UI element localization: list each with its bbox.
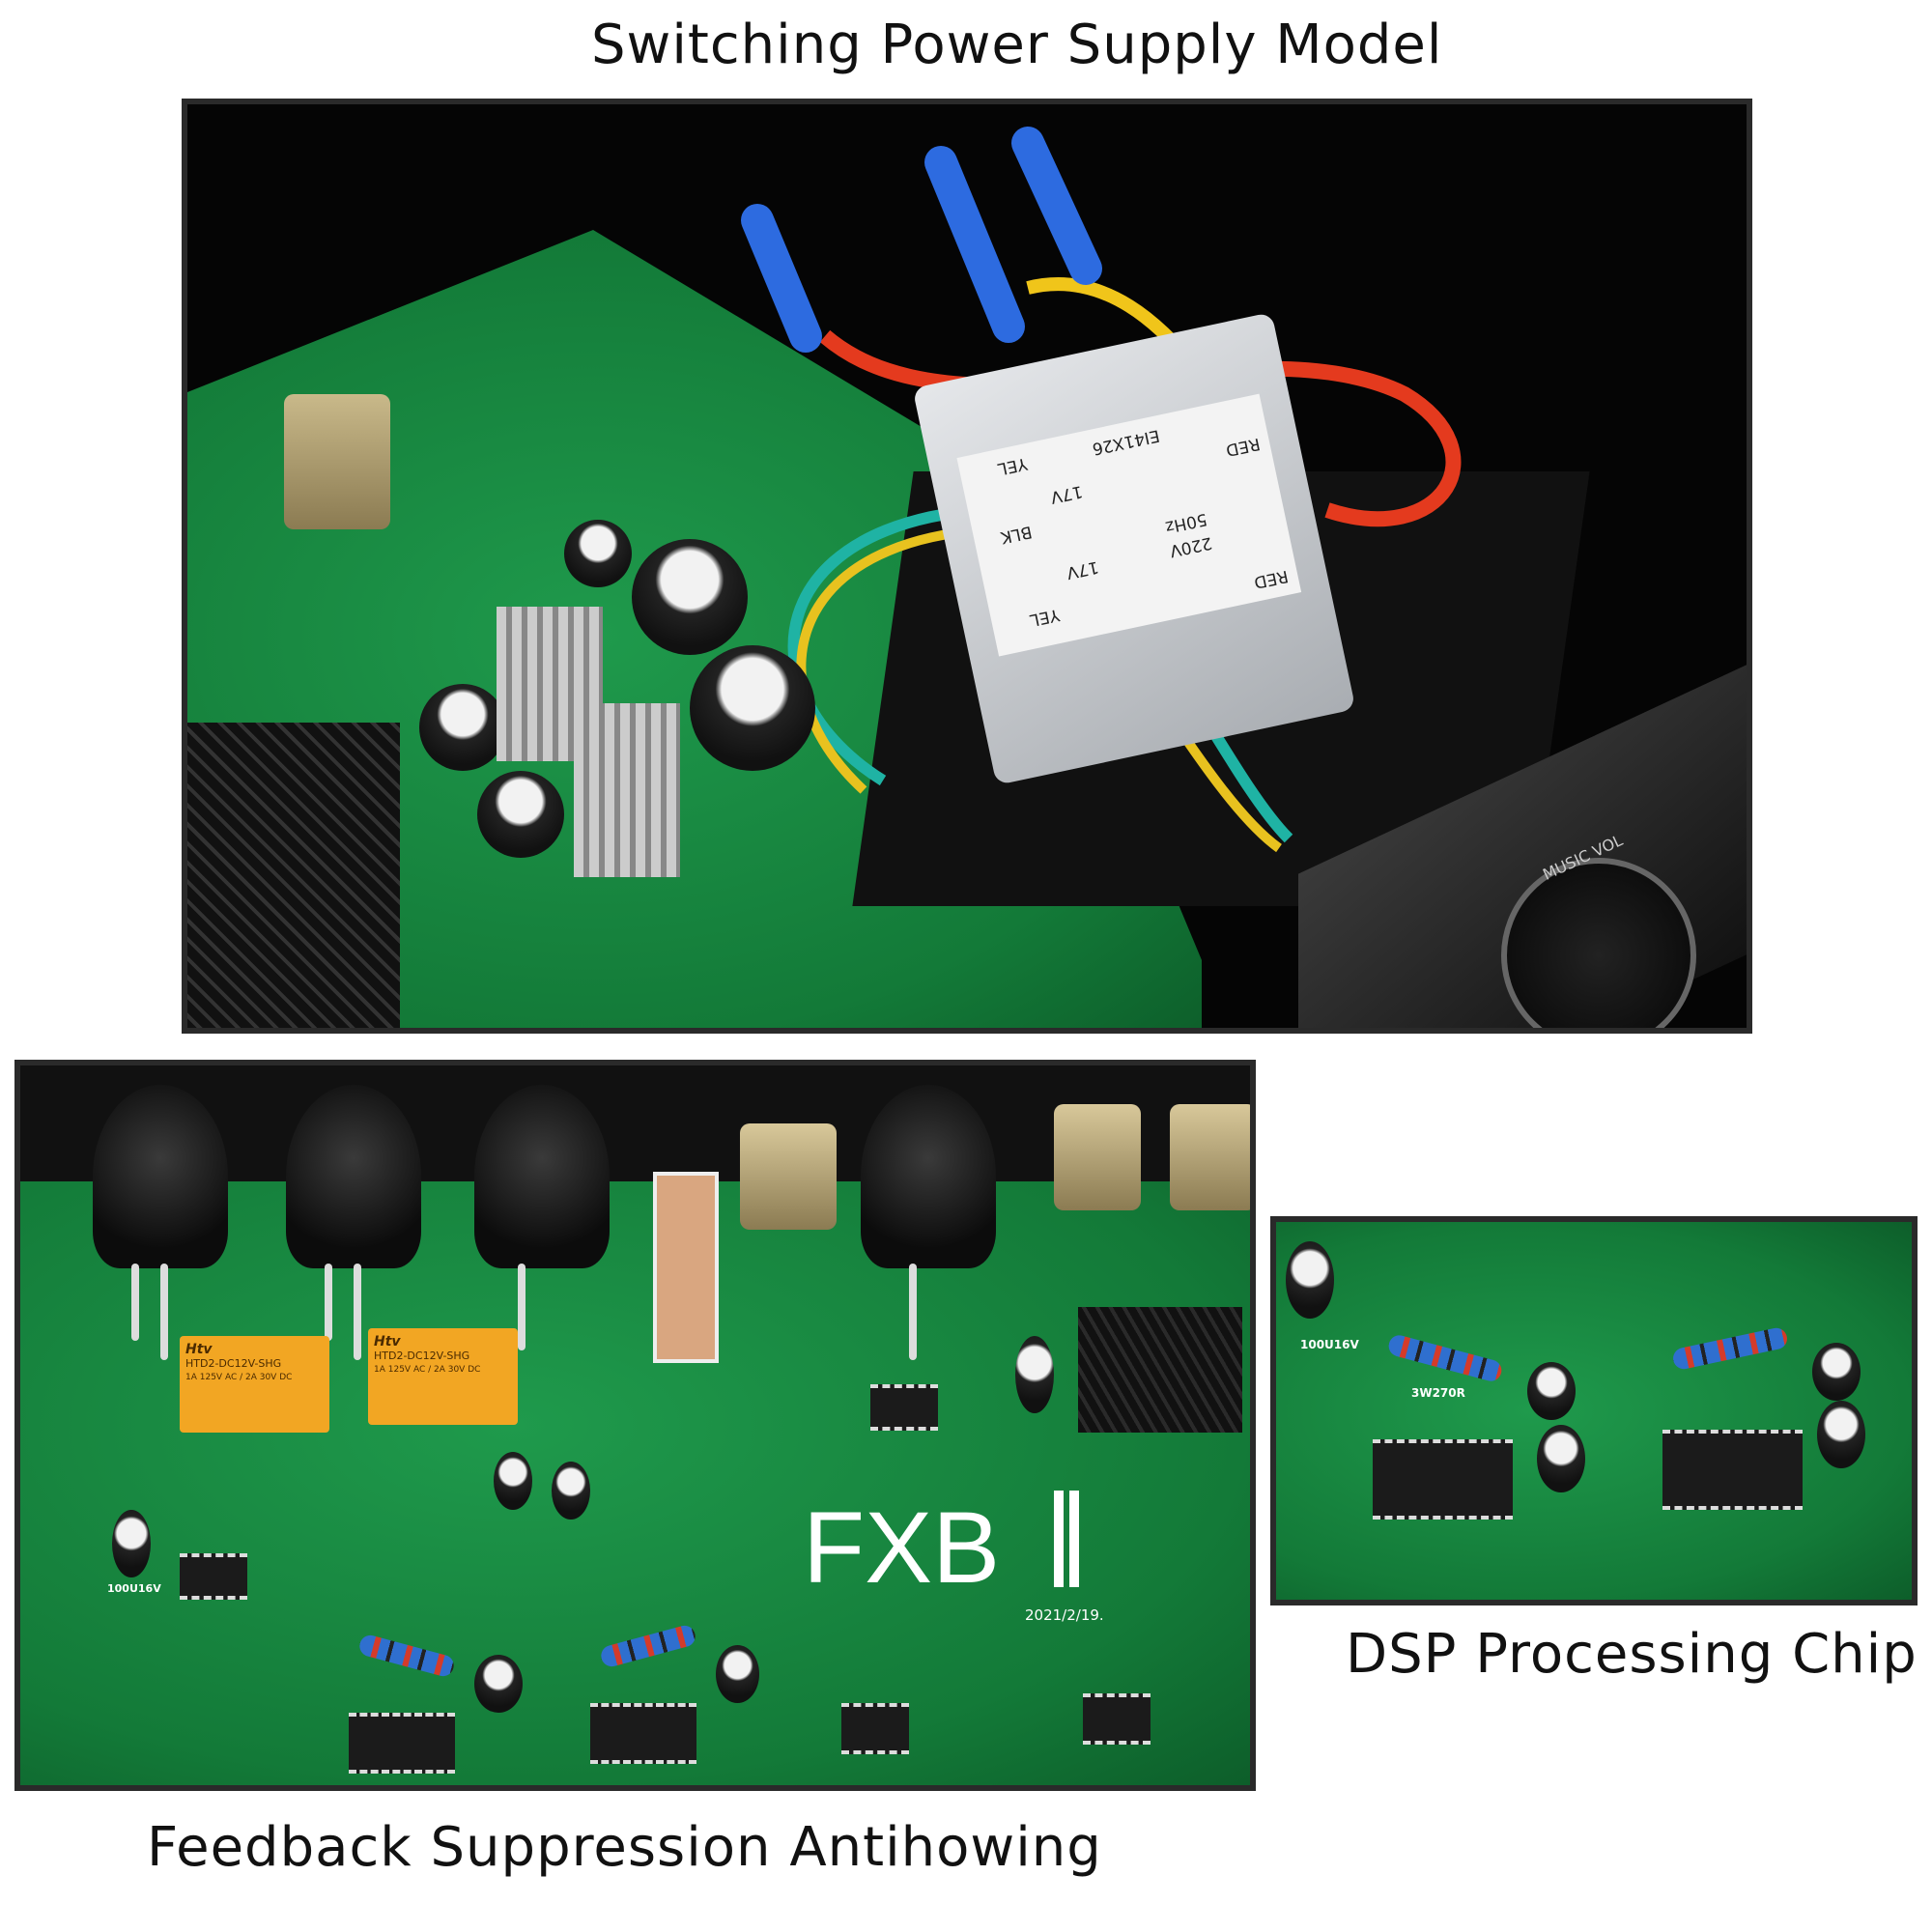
xlr-jack [286, 1085, 421, 1268]
capacitor [474, 1655, 523, 1713]
capacitor [690, 645, 815, 771]
resistor [1386, 1332, 1504, 1384]
xlr-jack [474, 1085, 610, 1268]
slide-switch[interactable] [653, 1172, 719, 1363]
capacitor [1537, 1425, 1585, 1492]
blue-connectors [741, 127, 1102, 353]
potentiometer [1054, 1104, 1141, 1210]
potentiometer [284, 394, 390, 529]
capacitor [477, 771, 564, 858]
ribbon-cable [187, 723, 400, 1028]
capacitor [1817, 1401, 1865, 1468]
board-revision-mark [1054, 1491, 1064, 1587]
jack-pin [354, 1264, 361, 1360]
capacitor [112, 1510, 151, 1577]
jack-pin [518, 1264, 526, 1350]
capacitor [632, 539, 748, 655]
resistor [598, 1623, 698, 1669]
resistor [356, 1633, 457, 1679]
transformer-label: RED 220V 50Hz RED EI41X26 YEL 17V BLK 17… [956, 393, 1302, 657]
ic-chip [870, 1384, 938, 1431]
capacitor [1286, 1241, 1334, 1319]
ic-chip [590, 1703, 696, 1764]
cap-label: 100U16V [1300, 1338, 1359, 1351]
capacitor [1015, 1336, 1054, 1413]
resistor [1671, 1325, 1789, 1372]
relay: Htv HTD2-DC12V-SHG 1A 125V AC / 2A 30V D… [368, 1328, 518, 1425]
capacitor [494, 1452, 532, 1510]
xlr-jack [861, 1085, 996, 1268]
dsp-chip [1373, 1439, 1513, 1520]
ic-chip [1083, 1693, 1151, 1745]
photo-feedback-suppression: Htv HTD2-DC12V-SHG 1A 125V AC / 2A 30V D… [14, 1060, 1256, 1791]
photo-power-supply: MUSIC VOL RED 220V 50Hz RED EI41X26 YEL … [182, 99, 1752, 1034]
resistor-label: 3W270R [1411, 1386, 1465, 1400]
photo-dsp-chip: 100U16V 3W270R [1270, 1216, 1918, 1605]
potentiometer [1170, 1104, 1250, 1210]
potentiometer [740, 1123, 837, 1230]
capacitor [1812, 1343, 1861, 1401]
ic-chip [180, 1553, 247, 1600]
capacitor [552, 1462, 590, 1520]
board-date: 2021/2/19. [1025, 1606, 1104, 1624]
jack-pin [131, 1264, 139, 1341]
dsp-chip [1662, 1430, 1803, 1510]
capacitor [564, 520, 632, 587]
brand-logo: FXB [803, 1492, 1001, 1605]
relay: Htv HTD2-DC12V-SHG 1A 125V AC / 2A 30V D… [180, 1336, 329, 1433]
jack-pin [909, 1264, 917, 1360]
capacitor [419, 684, 506, 771]
caption-feedback-suppression: Feedback Suppression Antihowing [147, 1816, 1102, 1879]
xlr-jack [93, 1085, 228, 1268]
capacitor [1527, 1362, 1576, 1420]
ic-chip [841, 1703, 909, 1754]
volume-knob[interactable] [1501, 858, 1696, 1028]
jack-pin [160, 1264, 168, 1360]
heatsink [574, 703, 680, 877]
caption-dsp-processing-chip: DSP Processing Chip [1346, 1623, 1918, 1686]
ribbon-connector [1078, 1307, 1242, 1433]
capacitor [716, 1645, 759, 1703]
ic-chip [349, 1713, 455, 1774]
cap-label: 100U16V [107, 1582, 161, 1595]
jack-pin [325, 1264, 332, 1341]
caption-switching-power-supply: Switching Power Supply Model [591, 14, 1443, 76]
